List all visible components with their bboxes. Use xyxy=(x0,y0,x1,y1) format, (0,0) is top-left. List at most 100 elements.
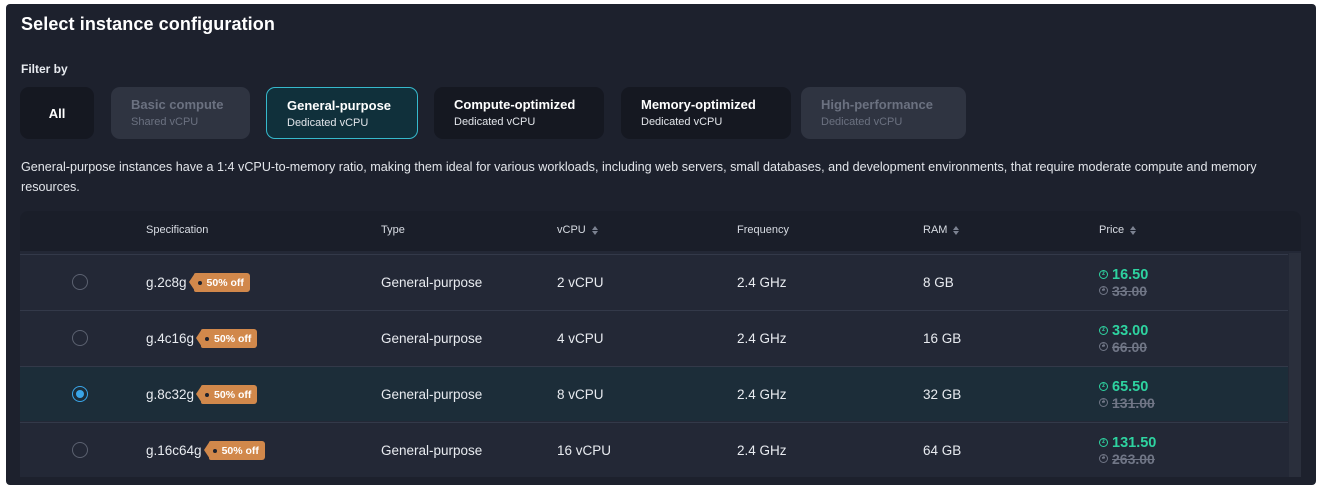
filter-subtitle: Shared vCPU xyxy=(131,116,199,128)
radio-button[interactable] xyxy=(72,442,88,458)
radio-button[interactable] xyxy=(72,274,88,290)
current-price: z 16.50 xyxy=(1099,267,1148,283)
filter-all[interactable]: All xyxy=(20,87,94,139)
coin-icon: z xyxy=(1099,326,1108,335)
original-price: z 66.00 xyxy=(1099,339,1147,355)
current-price: z 65.50 xyxy=(1099,379,1148,395)
coin-icon: z xyxy=(1099,398,1108,407)
coin-icon: z xyxy=(1099,270,1108,279)
current-price: z 131.50 xyxy=(1099,435,1156,451)
sort-arrows-icon[interactable] xyxy=(953,225,960,235)
vcpu-cell: 16 vCPU xyxy=(557,443,612,458)
price-cell: z 65.50 z 131.00 xyxy=(1099,367,1155,422)
coin-icon: z xyxy=(1099,382,1108,391)
price-value: 33.00 xyxy=(1112,322,1149,339)
col-label: RAM xyxy=(923,224,948,236)
spec-name: g.2c8g xyxy=(146,275,187,290)
coin-icon: z xyxy=(1099,438,1108,447)
sort-arrows-icon[interactable] xyxy=(1130,225,1137,235)
ram-cell: 16 GB xyxy=(923,331,962,346)
radio-button[interactable] xyxy=(72,330,88,346)
spec-cell: g.16c64g 50% off xyxy=(146,423,265,477)
filter-subtitle: Dedicated vCPU xyxy=(287,117,369,129)
filter-title: High-performance xyxy=(821,97,933,112)
sort-arrows-icon[interactable] xyxy=(591,225,598,235)
filter-label: Filter by xyxy=(21,62,68,76)
filter-title: Memory-optimized xyxy=(641,97,756,112)
ram-cell: 64 GB xyxy=(923,443,962,458)
col-type: Type xyxy=(381,224,405,236)
original-price: z 263.00 xyxy=(1099,451,1155,467)
price-value: 65.50 xyxy=(1112,378,1149,395)
coin-icon: z xyxy=(1099,454,1108,463)
filter-description: General-purpose instances have a 1:4 vCP… xyxy=(21,160,1257,194)
instance-table: Specification Type vCPU Frequency RAM Pr… xyxy=(20,211,1301,477)
radio-button-checked[interactable] xyxy=(72,386,88,402)
frequency-cell: 2.4 GHz xyxy=(737,275,787,290)
col-label: vCPU xyxy=(557,224,586,236)
vcpu-cell: 8 vCPU xyxy=(557,387,604,402)
col-label: Specification xyxy=(146,224,209,236)
coin-icon: z xyxy=(1099,286,1108,295)
spec-name: g.16c64g xyxy=(146,443,202,458)
old-price-value: 33.00 xyxy=(1112,282,1148,299)
page-title: Select instance configuration xyxy=(21,14,275,34)
filter-subtitle: Dedicated vCPU xyxy=(821,116,903,128)
filter-memory-optimized[interactable]: Memory-optimized Dedicated vCPU xyxy=(621,87,791,139)
filter-title: Basic compute xyxy=(131,97,224,112)
filter-title: General-purpose xyxy=(287,98,392,113)
frequency-cell: 2.4 GHz xyxy=(737,443,787,458)
col-label: Frequency xyxy=(737,224,789,236)
ram-cell: 8 GB xyxy=(923,275,954,290)
col-ram[interactable]: RAM xyxy=(923,224,960,236)
spec-cell: g.8c32g 50% off xyxy=(146,367,258,422)
vcpu-cell: 2 vCPU xyxy=(557,275,604,290)
filter-subtitle: Dedicated vCPU xyxy=(641,116,723,128)
spec-cell: g.4c16g 50% off xyxy=(146,311,258,366)
col-label: Price xyxy=(1099,224,1125,236)
price-value: 16.50 xyxy=(1112,266,1149,283)
ram-cell: 32 GB xyxy=(923,387,962,402)
price-value: 131.50 xyxy=(1112,434,1157,451)
spec-name: g.8c32g xyxy=(146,387,195,402)
instance-config-panel: Select instance configuration Filter by … xyxy=(6,4,1316,485)
col-vcpu[interactable]: vCPU xyxy=(557,224,598,236)
table-row[interactable]: g.16c64g 50% off General-purpose 16 vCPU… xyxy=(20,422,1288,477)
table-row[interactable]: g.2c8g 50% off General-purpose 2 vCPU 2.… xyxy=(20,254,1288,309)
discount-badge: 50% off xyxy=(188,273,250,292)
table-scrollbar[interactable] xyxy=(1289,253,1301,477)
table-row[interactable]: g.4c16g 50% off General-purpose 4 vCPU 2… xyxy=(20,310,1288,365)
filter-compute-optimized[interactable]: Compute-optimized Dedicated vCPU xyxy=(434,87,604,139)
coin-icon: z xyxy=(1099,342,1108,351)
original-price: z 33.00 xyxy=(1099,283,1147,299)
col-specification: Specification xyxy=(146,224,208,236)
type-cell: General-purpose xyxy=(381,275,483,290)
type-cell: General-purpose xyxy=(381,443,483,458)
price-cell: z 131.50 z 263.00 xyxy=(1099,423,1156,477)
current-price: z 33.00 xyxy=(1099,323,1148,339)
filter-title: All xyxy=(48,105,66,121)
old-price-value: 131.00 xyxy=(1112,394,1155,411)
price-cell: z 33.00 z 66.00 xyxy=(1099,311,1148,366)
vcpu-cell: 4 vCPU xyxy=(557,331,604,346)
type-cell: General-purpose xyxy=(381,387,483,402)
old-price-value: 263.00 xyxy=(1112,450,1155,467)
filter-title: Compute-optimized xyxy=(454,97,576,112)
discount-badge: 50% off xyxy=(203,441,265,460)
discount-badge: 50% off xyxy=(196,329,258,348)
discount-badge: 50% off xyxy=(196,385,258,404)
spec-cell: g.2c8g 50% off xyxy=(146,255,250,310)
filter-basic-compute: Basic compute Shared vCPU xyxy=(111,87,250,139)
table-header: Specification Type vCPU Frequency RAM Pr… xyxy=(20,211,1301,251)
col-frequency: Frequency xyxy=(737,224,789,236)
col-price[interactable]: Price xyxy=(1099,224,1137,236)
filter-high-performance: High-performance Dedicated vCPU xyxy=(801,87,966,139)
table-row-selected[interactable]: g.8c32g 50% off General-purpose 8 vCPU 2… xyxy=(20,366,1288,421)
type-cell: General-purpose xyxy=(381,331,483,346)
col-label: Type xyxy=(381,224,405,236)
filter-subtitle: Dedicated vCPU xyxy=(454,116,536,128)
frequency-cell: 2.4 GHz xyxy=(737,331,787,346)
original-price: z 131.00 xyxy=(1099,395,1155,411)
spec-name: g.4c16g xyxy=(146,331,195,346)
filter-general-purpose[interactable]: General-purpose Dedicated vCPU xyxy=(266,87,418,139)
